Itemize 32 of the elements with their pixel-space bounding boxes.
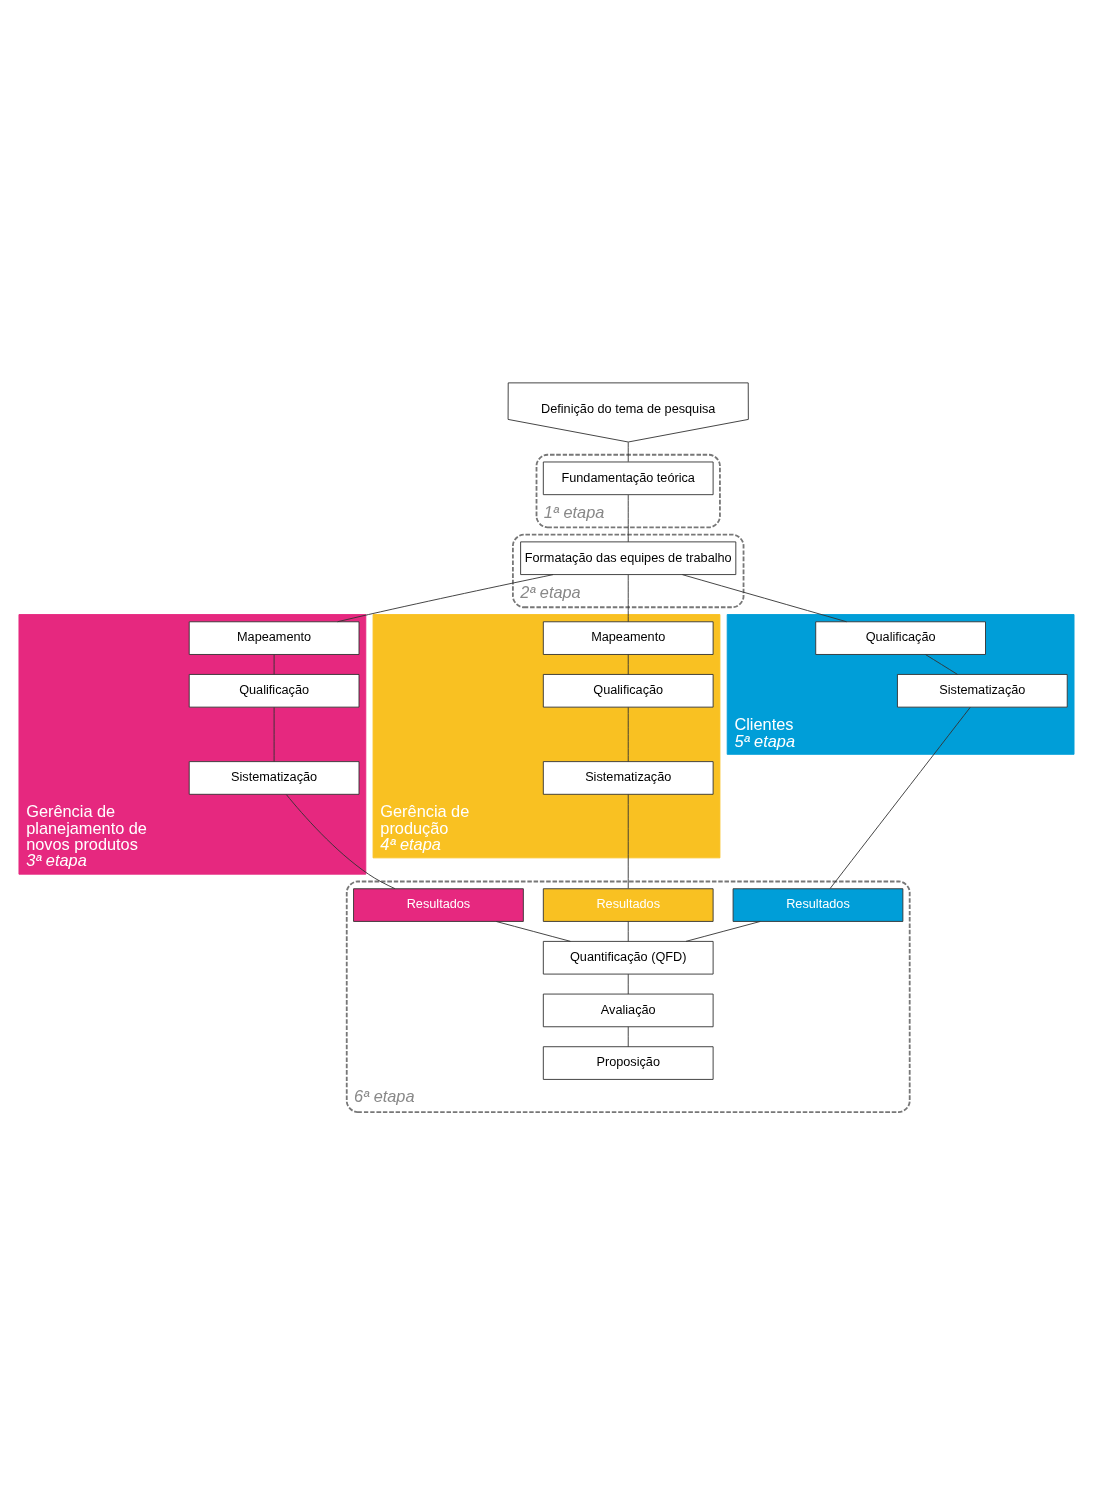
node-box: Resultados [542,887,714,922]
connector [925,653,958,675]
node-box: Quantificação (QFD) [542,940,714,975]
connector [627,920,629,942]
connector [627,793,629,889]
connector [627,973,629,995]
node-box: Qualificação [815,620,986,655]
node-box: Fundamentação teórica [542,461,714,495]
connector [627,574,629,622]
node-box: Formatação das equipes de trabalho [520,540,737,575]
node-box: Mapeamento [542,620,714,655]
connector [829,706,971,889]
connector [627,653,629,675]
node-box: Resultados [353,887,524,922]
connector [273,706,275,762]
node-box: Sistematização [897,673,1068,708]
connector [337,573,554,622]
node-box: Qualificação [188,673,360,708]
connector [285,793,396,889]
node-box: Sistematização [542,760,714,795]
connector [627,706,629,762]
node-box: Proposição [542,1045,714,1080]
connector [681,573,848,622]
node-box: Qualificação [542,673,714,708]
connector [627,494,629,542]
connector [273,653,275,675]
node-box: Avaliação [542,993,714,1027]
node-box: Sistematização [188,760,360,795]
node-box: Mapeamento [188,620,360,655]
connector [627,441,629,462]
connector [627,1025,629,1047]
node-box: Resultados [732,887,904,922]
